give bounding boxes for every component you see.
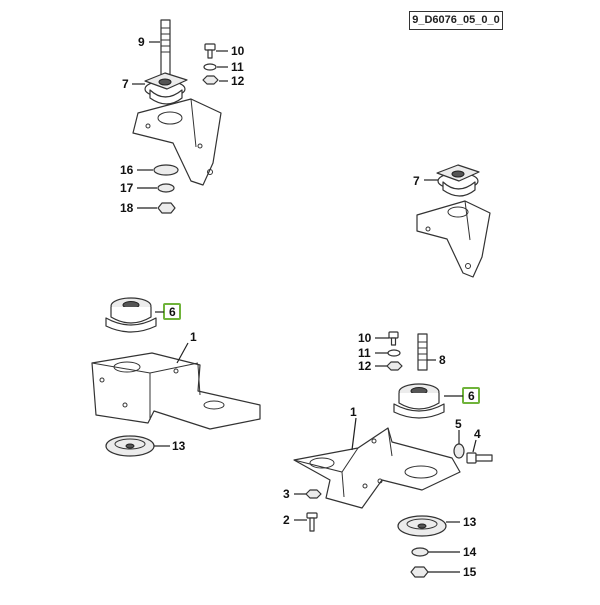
callout-2: 2 [283,513,290,527]
rubber-mount-7-right [436,164,480,197]
washer-11-top [203,63,217,71]
plate-13-right [397,515,447,537]
washer-17 [157,183,175,193]
callout-8: 8 [439,353,446,367]
rubber-mount-7-top [144,72,188,105]
washer-5 [453,443,465,459]
callout-13-left: 13 [172,439,186,453]
nut-15 [410,566,429,578]
callout-17: 17 [120,181,134,195]
callout-14: 14 [463,545,477,559]
callout-15: 15 [463,565,477,579]
bracket-right-middle [416,200,491,278]
callout-10-bottom: 10 [358,331,372,345]
bracket-bottom-left [91,352,261,430]
diagram-code-label: 9_D6076_05_0_0 [409,11,503,30]
rubber-mount-6-left [105,297,157,333]
callout-13-right: 13 [463,515,477,529]
callout-1-right: 1 [350,405,357,419]
nut-12-bottom [386,361,403,371]
callout-12-bottom: 12 [358,359,372,373]
callout-1-left: 1 [190,330,197,344]
plate-13-left [105,435,155,457]
bolt-10-top [204,43,216,59]
callout-11-top: 11 [231,60,244,74]
callout-7-right: 7 [413,174,420,188]
stud-9 [160,19,171,83]
callout-6-left: 6 [169,305,176,319]
bolt-10-bottom [388,331,399,346]
callout-9: 9 [138,35,145,49]
callout-10-top: 10 [231,44,245,58]
callout-6-right: 6 [468,389,475,403]
callout-16: 16 [120,163,134,177]
callout-12-top: 12 [231,74,245,88]
rubber-mount-6-right [393,383,445,419]
stud-8 [417,333,428,371]
nut-3 [305,489,322,499]
callout-4: 4 [474,427,481,441]
bracket-bottom-right [293,427,461,509]
washer-14 [411,547,429,557]
callout-5: 5 [455,417,462,431]
callout-11-bottom: 11 [358,346,371,360]
nut-12-top [202,75,219,85]
washer-16 [153,164,179,176]
bracket-top-left [132,98,222,186]
bolt-2 [306,512,318,532]
callout-18: 18 [120,201,134,215]
bolt-4 [466,452,493,464]
washer-11-bottom [387,349,401,357]
nut-18 [157,202,176,214]
callout-7-top: 7 [122,77,129,91]
callout-3: 3 [283,487,290,501]
